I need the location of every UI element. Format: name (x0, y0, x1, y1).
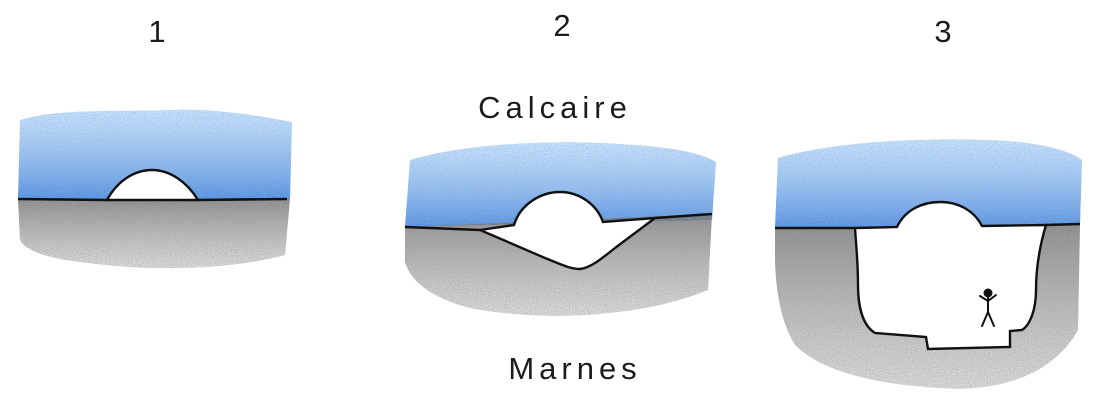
marl-layer-label: Marnes (508, 353, 641, 384)
stage-3-panel (775, 139, 1082, 388)
limestone-layer-label: Calcaire (478, 92, 632, 123)
stage-2-number: 2 (553, 10, 570, 41)
stage-2-panel (405, 142, 716, 316)
stage-1-panel (18, 110, 292, 268)
stage-3-number: 3 (934, 16, 951, 47)
stage-1-number: 1 (148, 16, 165, 47)
